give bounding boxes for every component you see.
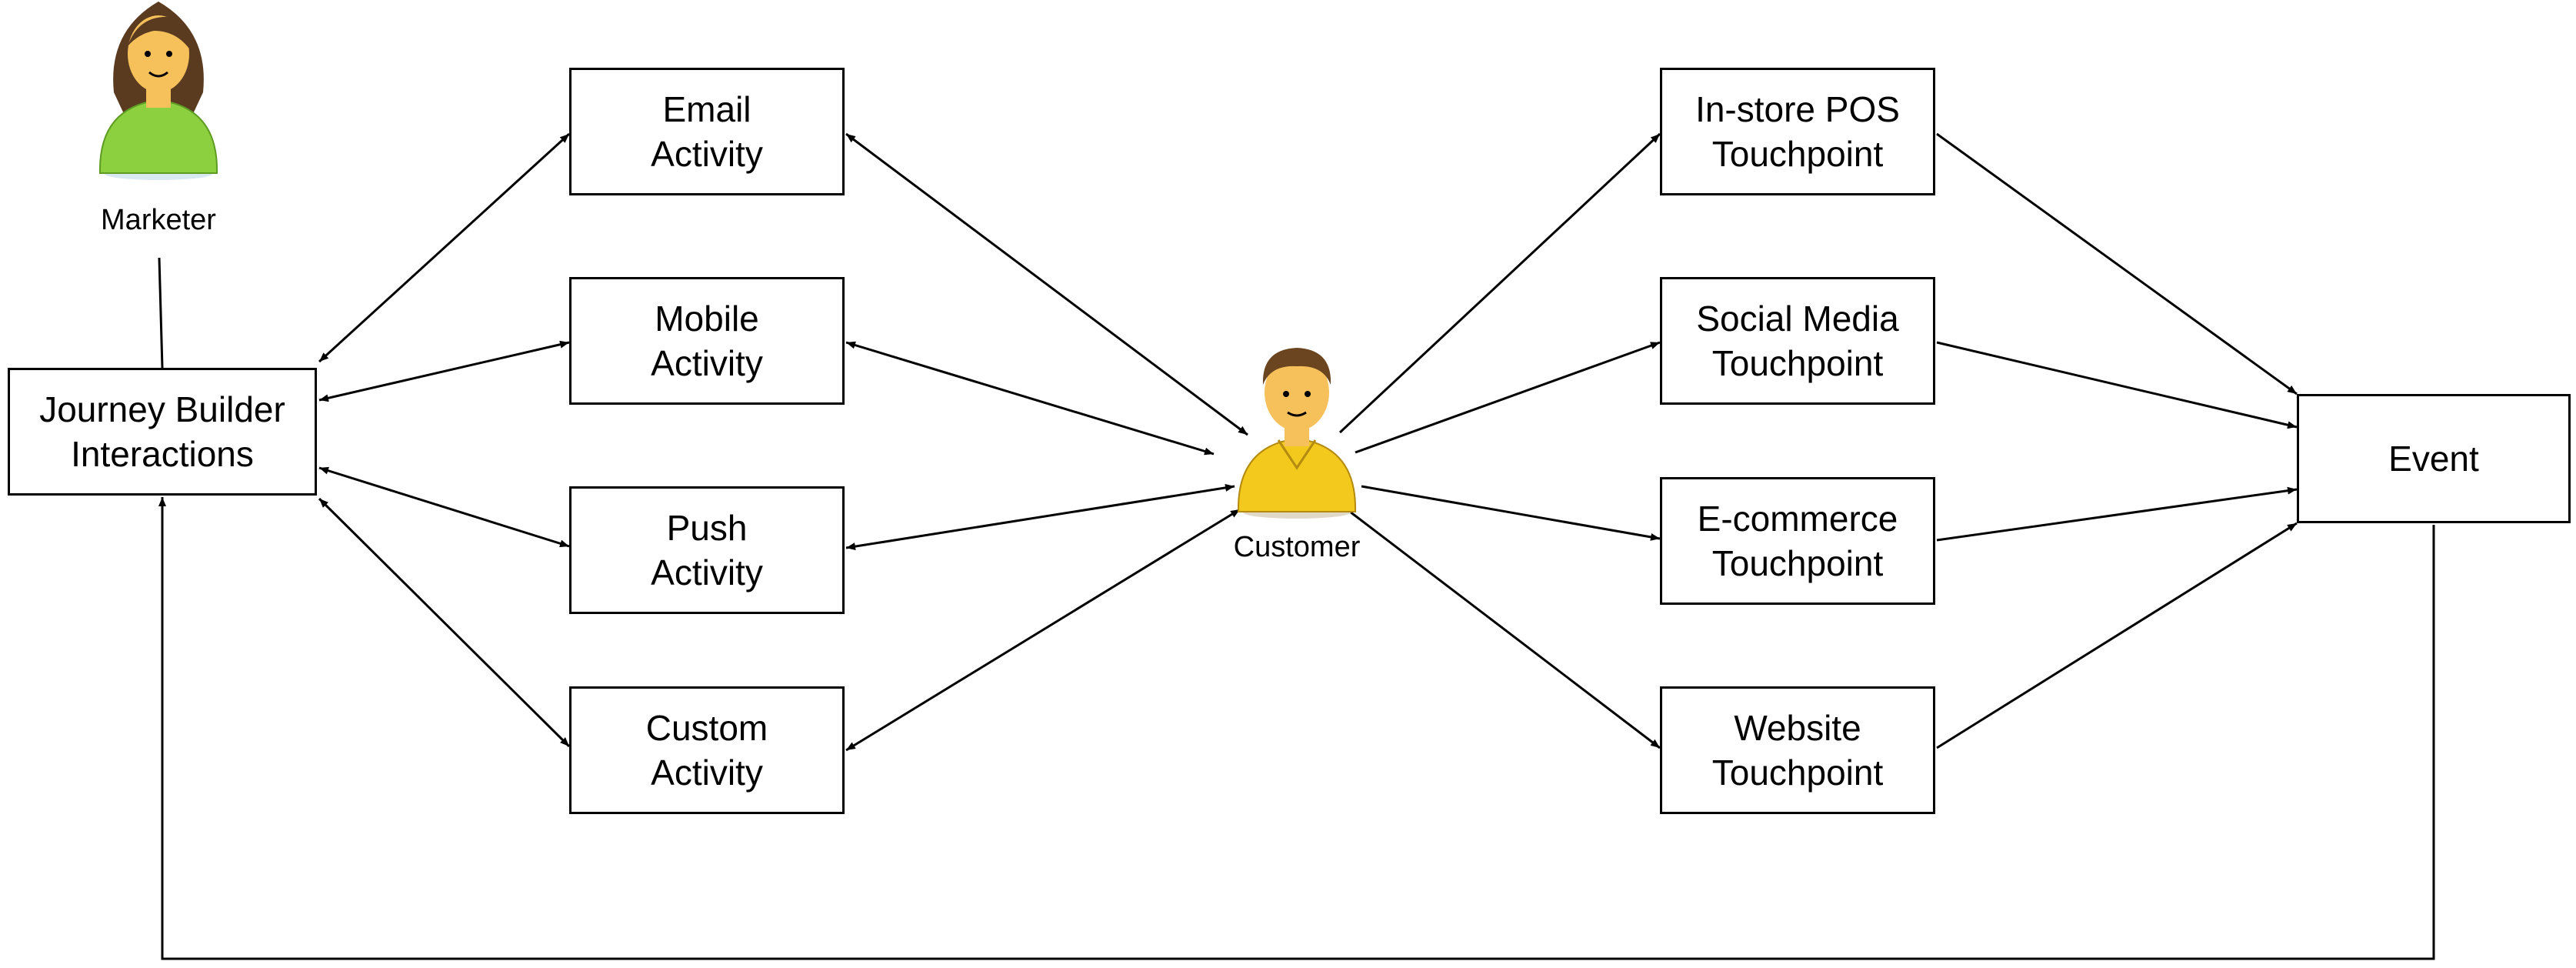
push-activity-box[interactable]: Push Activity <box>569 486 845 614</box>
website-touchpoint-box[interactable]: Website Touchpoint <box>1660 686 1935 814</box>
edge-ecommerce-to-event <box>1936 486 2298 542</box>
website-touchpoint-label: Website Touchpoint <box>1711 708 1884 793</box>
email-activity-label: Email Activity <box>651 89 763 174</box>
push-activity-label: Push Activity <box>651 508 763 592</box>
edge-journey-builder-to-email <box>318 132 571 363</box>
edge-journey-builder-to-custom <box>318 497 571 748</box>
edge-event-to-journey-builder <box>158 497 2435 960</box>
email-activity-box[interactable]: Email Activity <box>569 68 845 195</box>
journey-builder-label: Journey Builder Interactions <box>39 389 285 474</box>
social-media-touchpoint-label: Social Media Touchpoint <box>1696 299 1899 383</box>
edge-mobile-to-customer <box>845 341 1215 456</box>
edge-marketer-to-journey-builder <box>158 257 164 369</box>
ecommerce-touchpoint-label: E-commerce Touchpoint <box>1697 499 1898 583</box>
edge-customer-to-ecommerce <box>1361 485 1661 541</box>
instore-pos-touchpoint-label: In-store POS Touchpoint <box>1695 89 1900 174</box>
male-user-icon <box>1231 339 1363 523</box>
edge-social-to-event <box>1936 341 2298 429</box>
edge-customer-to-instore <box>1338 132 1661 434</box>
marketer-label: Marketer <box>101 204 216 236</box>
social-media-touchpoint-box[interactable]: Social Media Touchpoint <box>1660 277 1935 405</box>
edge-journey-builder-to-mobile <box>318 340 570 402</box>
journey-builder-box[interactable]: Journey Builder Interactions <box>8 368 317 496</box>
event-label: Event <box>2388 439 2479 479</box>
edge-custom-to-customer <box>845 508 1241 752</box>
edge-customer-to-social <box>1355 341 1661 454</box>
edge-email-to-customer <box>845 132 1248 436</box>
edge-customer-to-website <box>1349 510 1661 749</box>
edge-website-to-event <box>1936 522 2298 749</box>
mobile-activity-box[interactable]: Mobile Activity <box>569 277 845 405</box>
customer-label: Customer <box>1233 531 1361 563</box>
instore-pos-touchpoint-box[interactable]: In-store POS Touchpoint <box>1660 68 1935 195</box>
mobile-activity-label: Mobile Activity <box>651 299 763 383</box>
female-user-icon <box>92 0 225 185</box>
edge-push-to-customer <box>845 483 1235 551</box>
custom-activity-box[interactable]: Custom Activity <box>569 686 845 814</box>
ecommerce-touchpoint-box[interactable]: E-commerce Touchpoint <box>1660 477 1935 605</box>
event-box[interactable]: Event <box>2297 394 2571 523</box>
edge-instore-to-event <box>1936 132 2298 396</box>
custom-activity-label: Custom Activity <box>645 708 768 793</box>
